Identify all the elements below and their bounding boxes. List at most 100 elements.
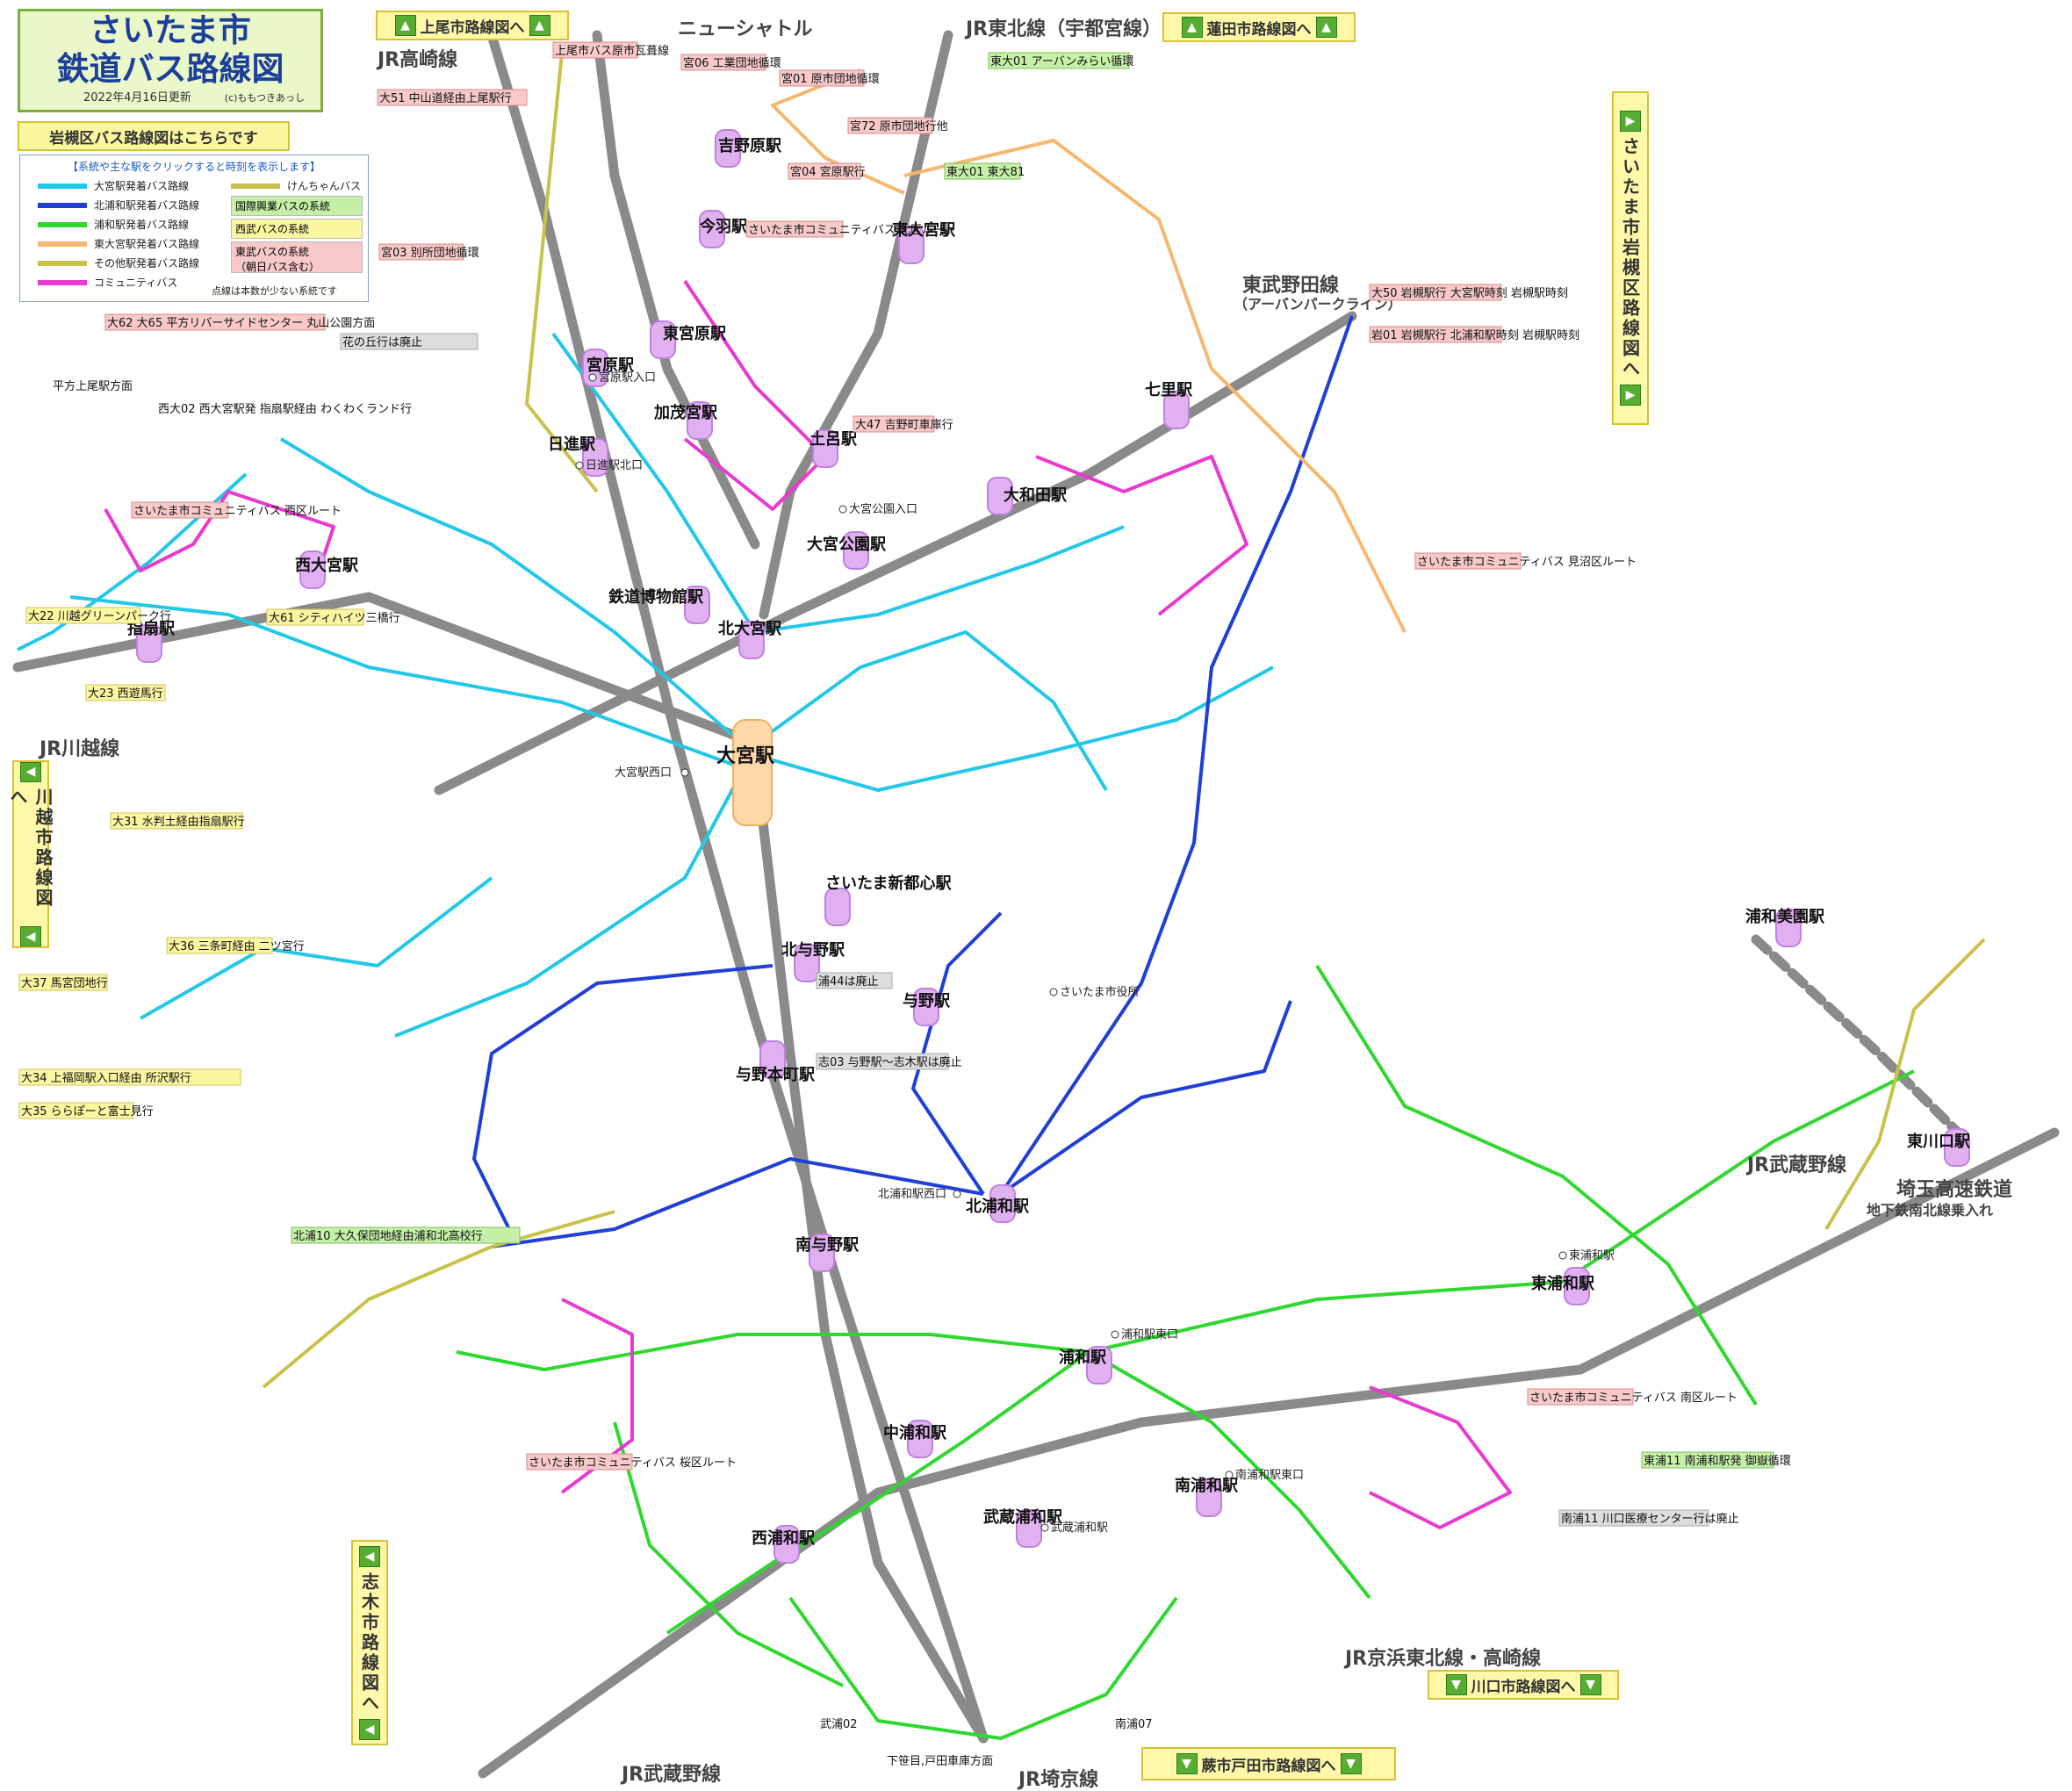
station-label[interactable]: 大和田駅: [1004, 486, 1068, 505]
route-note[interactable]: さいたま市コミュニティバス 南区ルート: [1529, 1391, 1737, 1405]
route-note[interactable]: 大23 西遊馬行: [88, 687, 163, 701]
station-marker[interactable]: [913, 988, 939, 1026]
station-marker[interactable]: [687, 401, 713, 440]
community-bus-route[interactable]: [1369, 1385, 1512, 1529]
hasuda-map-link[interactable]: ▲ 蓮田市路線図へ ▲: [1162, 12, 1356, 42]
station-label[interactable]: 浦和駅: [1059, 1348, 1107, 1367]
station-label[interactable]: 宮原駅: [586, 356, 635, 375]
route-note[interactable]: 大22 川越グリーンパーク行: [28, 610, 171, 623]
iwatsuki-ward-map-link[interactable]: ▶ さいたま市岩槻区路線図へ ▶: [1612, 91, 1649, 425]
route-note[interactable]: 武浦02: [820, 1718, 858, 1731]
route-note[interactable]: 大62 大65 平方リバーサイドセンター 丸山公園方面: [107, 316, 375, 330]
station-label[interactable]: 大宮公園駅: [807, 535, 887, 554]
route-note[interactable]: さいたま市コミュニティバス 見沼区ルート: [1417, 555, 1637, 569]
omiya-bus-route[interactable]: [762, 630, 1108, 792]
station-label[interactable]: 大宮駅: [716, 744, 774, 767]
route-note[interactable]: 宮01 原市団地循環: [781, 72, 880, 86]
other-station-route[interactable]: [1824, 938, 1986, 1231]
bus-stop[interactable]: 宮原駅入口: [599, 370, 656, 385]
station-label[interactable]: 今羽駅: [700, 217, 748, 236]
urawa-bus-route[interactable]: [788, 1596, 1178, 1740]
kitaurawa-bus-route[interactable]: [472, 964, 773, 1230]
station-marker[interactable]: [812, 429, 838, 468]
route-note[interactable]: 志03 与野駅～志木駅は廃止: [818, 1055, 962, 1069]
route-note[interactable]: 南浦07: [1115, 1717, 1153, 1731]
kawagoe-map-link[interactable]: ◀ 川越市路線図へ ◀: [7, 760, 54, 948]
station-marker[interactable]: [136, 624, 162, 663]
urawa-bus-route[interactable]: [1315, 964, 1758, 1406]
station-label[interactable]: 中浦和駅: [883, 1423, 947, 1442]
kawaguchi-map-link[interactable]: ▼ 川口市路線図へ ▼: [1428, 1670, 1619, 1700]
route-note[interactable]: 東大01 東大81: [946, 165, 1025, 179]
station-marker[interactable]: [907, 1420, 933, 1458]
station-marker[interactable]: [650, 320, 676, 359]
route-note[interactable]: 浦44は廃止: [818, 975, 879, 989]
route-note[interactable]: 大47 吉野町車庫行: [855, 419, 953, 432]
route-note[interactable]: 宮06 工業団地循環: [683, 56, 781, 70]
route-note[interactable]: 岩01 岩槻駅行 北浦和駅時刻 岩槻駅時刻: [1371, 328, 1579, 342]
station-label[interactable]: 吉野原駅: [718, 136, 782, 155]
station-marker[interactable]: [1196, 1478, 1222, 1517]
station-label[interactable]: 与野駅: [903, 992, 951, 1011]
station-marker[interactable]: [759, 1040, 786, 1079]
route-note[interactable]: 大31 水判土経由指扇駅行: [112, 815, 245, 829]
station-label[interactable]: 西浦和駅: [752, 1528, 816, 1548]
station-label[interactable]: 北浦和駅: [966, 1197, 1030, 1216]
bus-stop[interactable]: 北浦和駅西口: [878, 1188, 946, 1201]
kitaurawa-bus-route[interactable]: [999, 315, 1354, 1196]
station-marker[interactable]: [699, 210, 725, 248]
route-note[interactable]: さいたま市コミュニティバス 桜区ルート: [529, 1456, 737, 1470]
route-note[interactable]: さいたま市コミュニティバス 西区ルート: [133, 504, 342, 518]
station-label[interactable]: 南浦和駅: [1175, 1476, 1239, 1495]
route-note[interactable]: 東浦11 南浦和駅発 御嶽循環: [1644, 1454, 1791, 1468]
station-marker[interactable]: [582, 438, 608, 477]
station-marker[interactable]: [987, 477, 1013, 515]
route-note[interactable]: 花の丘行は廃止: [342, 335, 422, 349]
bus-stop[interactable]: 日進駅北口: [586, 459, 643, 472]
station-marker[interactable]: [684, 586, 710, 624]
station-label[interactable]: 土呂駅: [809, 430, 858, 449]
ageo-map-link[interactable]: ▲ 上尾市路線図へ ▲: [376, 11, 569, 40]
station-marker[interactable]: [843, 531, 869, 570]
route-note[interactable]: 大35 ららぽーと富士見行: [21, 1104, 154, 1118]
route-note[interactable]: さいたま市コミュニティバス 北区ルート: [748, 223, 956, 237]
station-label[interactable]: さいたま新都心駅: [825, 874, 952, 893]
station-label[interactable]: 北与野駅: [781, 941, 845, 960]
station-marker[interactable]: [794, 944, 820, 982]
route-note[interactable]: 大50 岩槻駅行 大宮駅時刻 岩槻駅時刻: [1371, 286, 1568, 300]
bus-stop[interactable]: さいたま市役所: [1060, 985, 1140, 999]
higashiomiya-bus-route[interactable]: [903, 139, 1407, 633]
station-marker[interactable]: [299, 550, 326, 589]
urawa-bus-route[interactable]: [613, 1421, 844, 1687]
station-marker[interactable]: [1944, 1128, 1970, 1167]
station-label[interactable]: 南与野駅: [795, 1235, 860, 1255]
station-marker[interactable]: [824, 888, 851, 926]
route-note[interactable]: 南浦11 川口医療センター行は廃止: [1561, 1512, 1739, 1526]
route-note[interactable]: 西大02 西大宮駅発 指扇駅経由 わくわくランド行: [158, 402, 412, 416]
bus-stop[interactable]: 武蔵浦和駅: [1051, 1521, 1108, 1535]
route-note[interactable]: 大34 上福岡駅入口経由 所沢駅行: [21, 1072, 191, 1085]
station-label[interactable]: 武蔵浦和駅: [983, 1507, 1063, 1527]
shiki-map-link[interactable]: ◀ 志木市路線図へ ◀: [351, 1540, 388, 1745]
urawa-bus-route[interactable]: [1088, 1069, 1915, 1354]
bus-stop[interactable]: 大宮公園入口: [849, 502, 917, 516]
station-marker[interactable]: [773, 1525, 800, 1564]
station-marker[interactable]: [898, 226, 924, 264]
bus-stop[interactable]: 浦和駅東口: [1121, 1327, 1178, 1341]
higashiomiya-bus-route[interactable]: [771, 68, 905, 195]
kitaurawa-bus-route[interactable]: [999, 1000, 1292, 1196]
other-station-route[interactable]: [262, 1210, 615, 1389]
omiya-bus-route[interactable]: [279, 437, 757, 757]
route-note[interactable]: 下笹目,戸田車庫方面: [887, 1754, 993, 1768]
station-label[interactable]: 北大宮駅: [718, 619, 782, 638]
station-label[interactable]: 日進駅: [548, 435, 596, 454]
warabi-toda-map-link[interactable]: ▼ 蕨市戸田市路線図へ ▼: [1141, 1747, 1396, 1780]
iwatsuki-link-button[interactable]: 岩槻区バス路線図はこちらです: [18, 121, 290, 151]
omiya-bus-route[interactable]: [551, 332, 1125, 634]
station-label[interactable]: 鉄道博物館駅: [608, 587, 704, 607]
station-label[interactable]: 東浦和駅: [1531, 1274, 1595, 1293]
station-marker[interactable]: [715, 129, 741, 168]
station-marker[interactable]: [1163, 391, 1190, 429]
route-note[interactable]: 上尾市バス原市瓦葺線: [555, 44, 669, 58]
bus-stop[interactable]: 東浦和駅: [1569, 1248, 1615, 1262]
